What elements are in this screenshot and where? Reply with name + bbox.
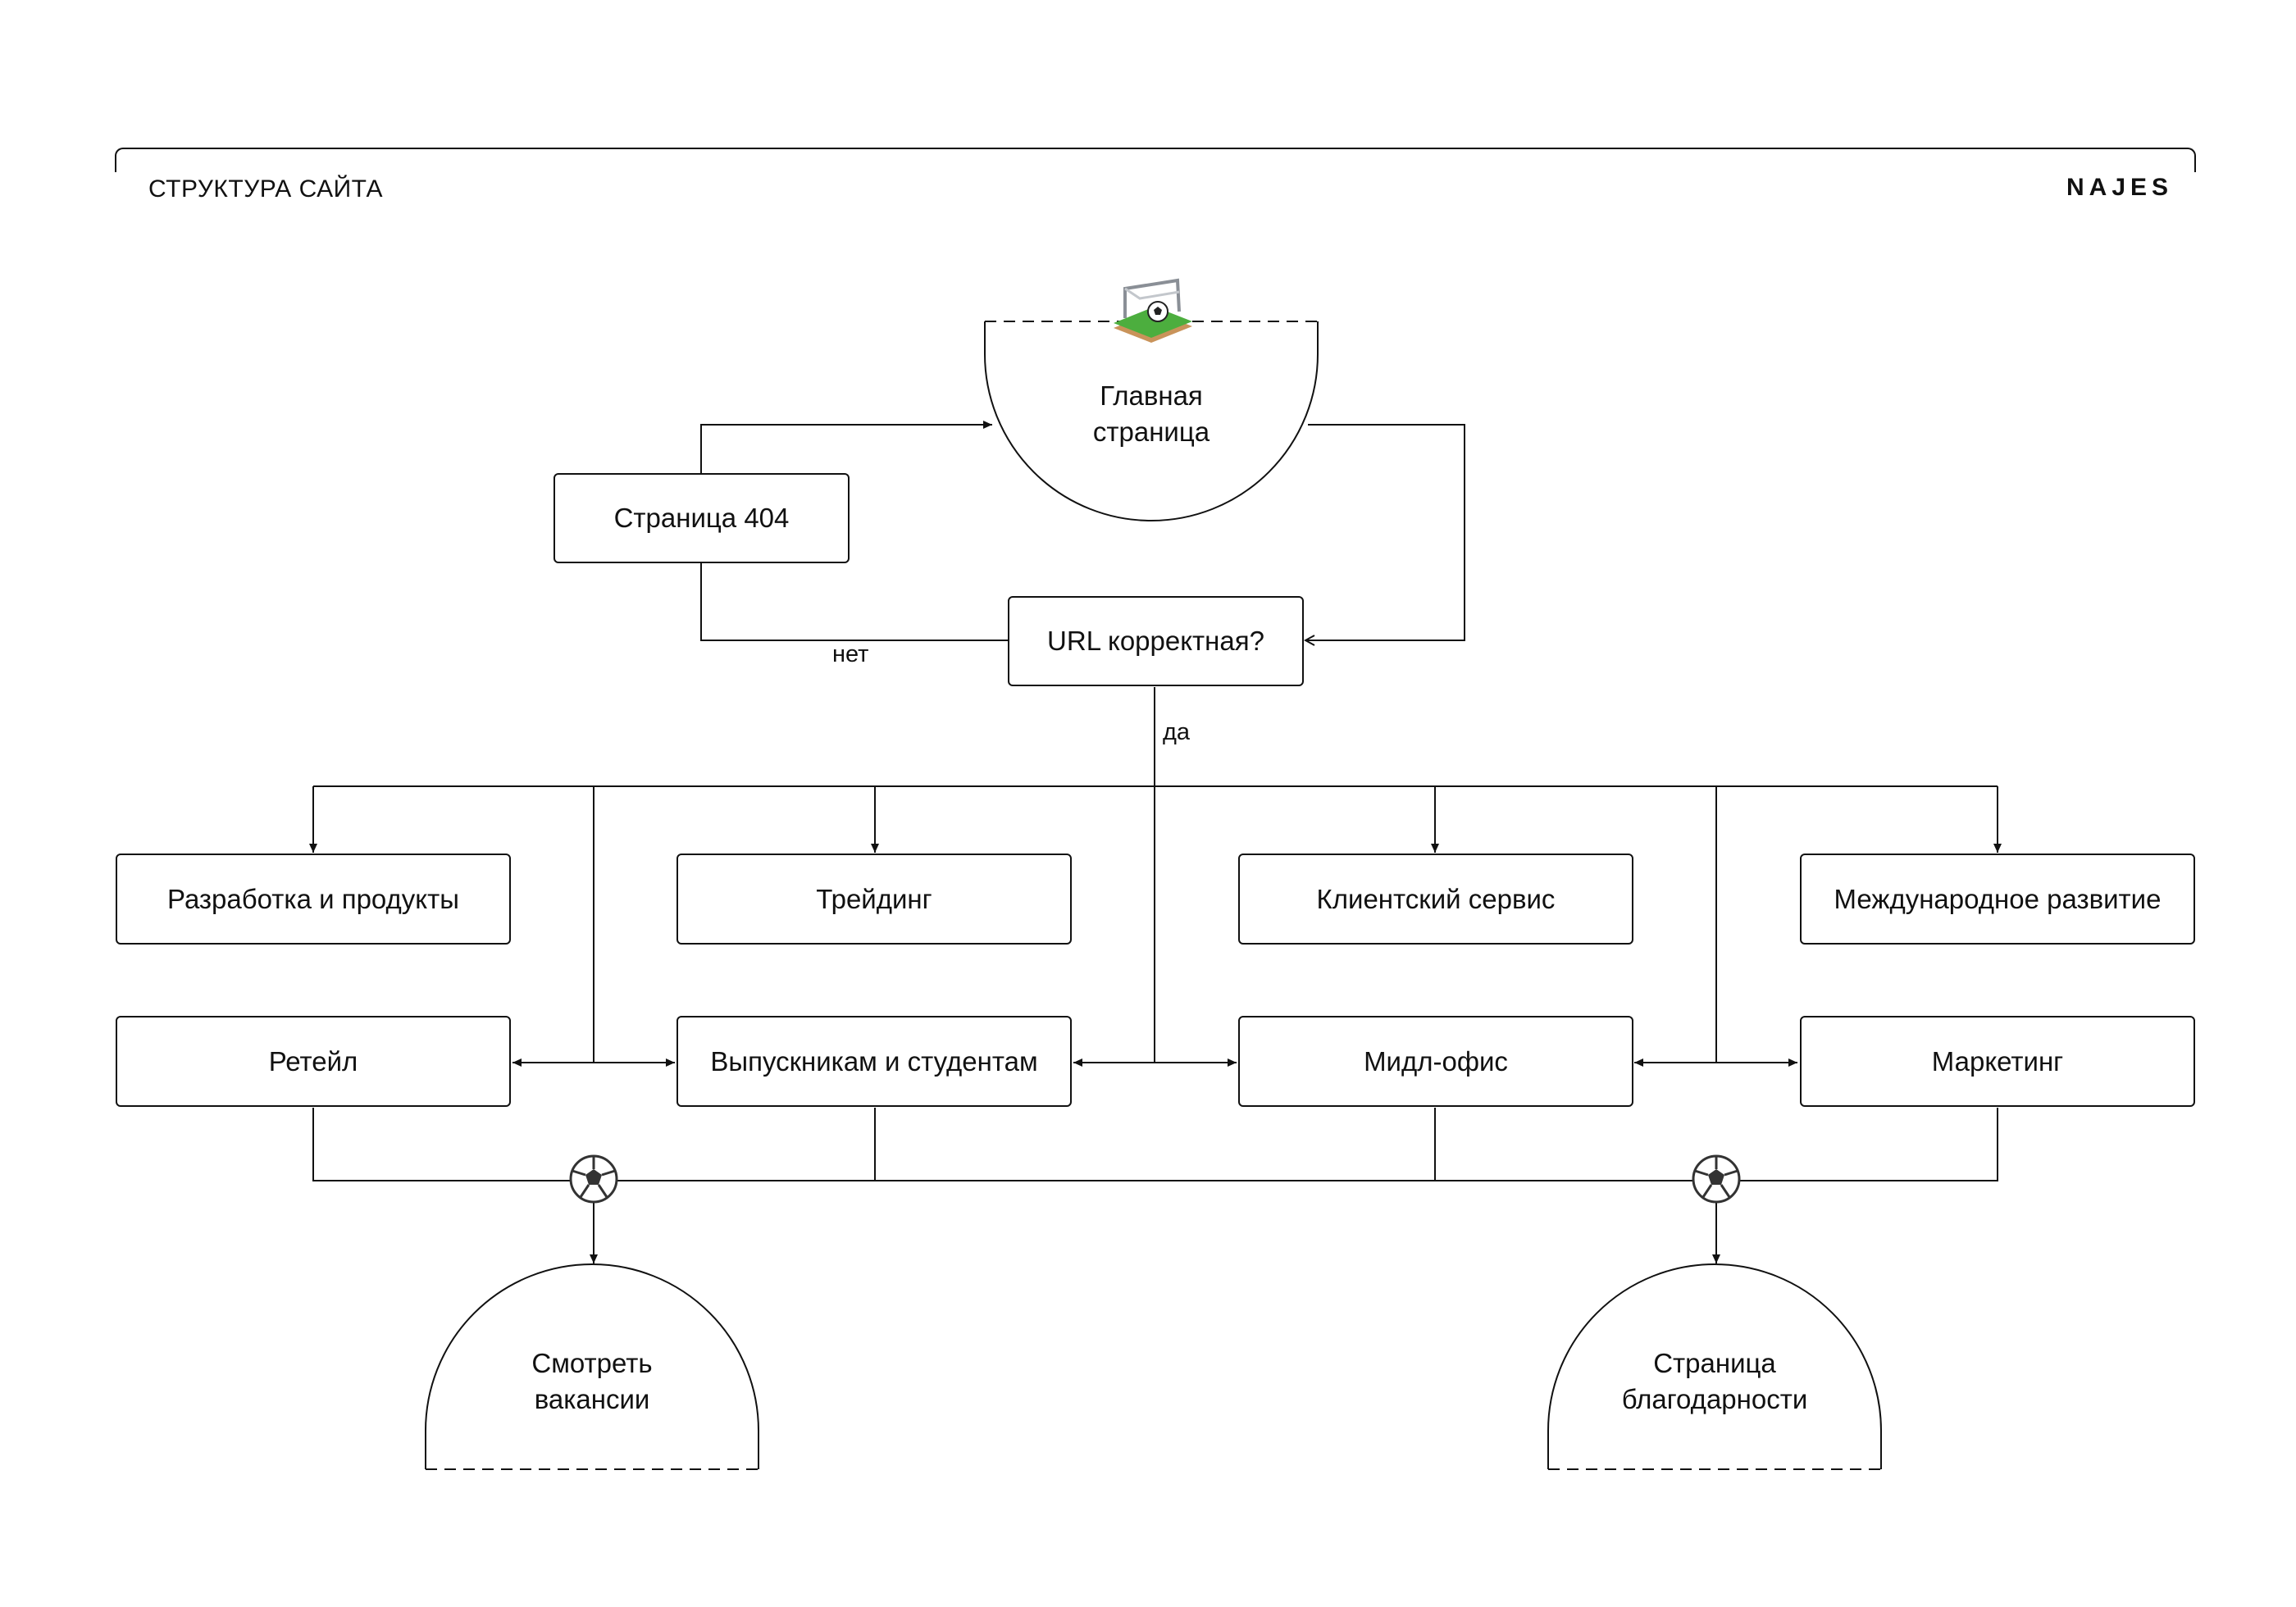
edge-label-no: нет: [832, 641, 869, 667]
soccer-ball-icon: [569, 1154, 618, 1204]
soccer-ball-icon: [1692, 1154, 1741, 1204]
soccer-goal-icon: [1114, 278, 1192, 343]
node-mid-office[interactable]: Мидл-офис: [1238, 1016, 1633, 1107]
edge-label-yes: да: [1163, 719, 1191, 745]
node-graduates[interactable]: Выпускникам и студентам: [676, 1016, 1072, 1107]
edge-404-to-home: [700, 421, 992, 474]
thanks-node-shape: [1547, 1263, 1882, 1469]
node-client-service[interactable]: Клиентский сервис: [1238, 854, 1633, 945]
edge-url-to-404: [700, 562, 1008, 641]
node-vacancies[interactable]: Смотреть вакансии: [531, 1348, 653, 1414]
home-node-shape: [984, 321, 1319, 521]
header-frame: [115, 148, 2196, 172]
brand-logo: NAJES: [2066, 174, 2174, 201]
node-intl-development[interactable]: Международное развитие: [1800, 854, 2195, 945]
vacancies-node-shape: [425, 1263, 759, 1469]
edge-home-to-url: [1305, 424, 1465, 640]
node-home[interactable]: Главная страница: [1092, 380, 1210, 447]
node-marketing[interactable]: Маркетинг: [1800, 1016, 2195, 1107]
page-title: СТРУКТУРА САЙТА: [148, 175, 384, 203]
node-dev-products[interactable]: Разработка и продукты: [116, 854, 511, 945]
node-retail[interactable]: Ретейл: [116, 1016, 511, 1107]
node-page-404[interactable]: Страница 404: [554, 473, 850, 563]
node-url-check: URL корректная?: [1008, 596, 1304, 686]
node-trading[interactable]: Трейдинг: [676, 854, 1072, 945]
node-thanks[interactable]: Страница благодарности: [1621, 1348, 1808, 1414]
